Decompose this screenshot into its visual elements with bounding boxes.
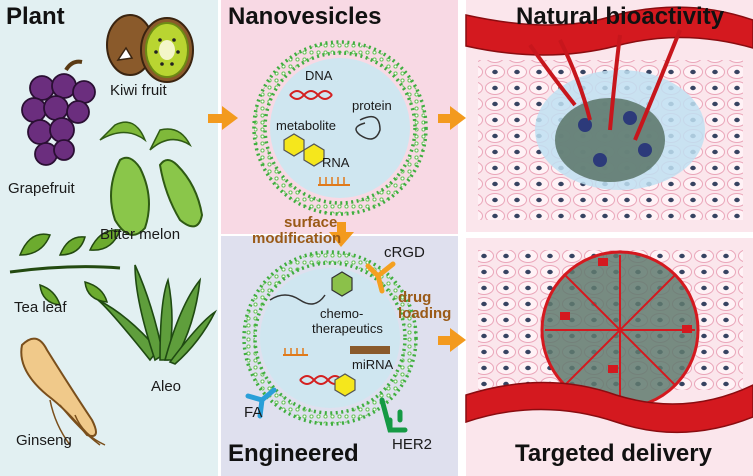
mirna-label: miRNA <box>352 357 394 372</box>
kiwi-label: Kiwi fruit <box>110 82 167 99</box>
drug-loading-line2: loading <box>398 305 452 322</box>
protein-label: protein <box>352 98 392 113</box>
natural-bioactivity-title: Natural bioactivity <box>516 3 725 30</box>
surface-modification-label: surface modification <box>252 215 341 247</box>
tea-leaf-label: Tea leaf <box>14 299 67 316</box>
grape-icon <box>21 59 96 166</box>
bitter-melon-label: Bitter melon <box>100 226 181 243</box>
metabolite-label: metabolite <box>276 118 336 133</box>
chemo-line2: therapeutics <box>312 321 383 336</box>
her2-label: HER2 <box>392 436 433 453</box>
arrow-nanovesicles-to-bioactivity <box>438 106 466 130</box>
her2-receptor-icon <box>379 397 408 433</box>
fa-label: FA <box>244 404 263 421</box>
plant-title: Plant <box>6 3 65 30</box>
crgd-ligand-icon <box>365 261 396 294</box>
drug-loading-label: drug loading <box>398 290 451 322</box>
bitter-melon-icon <box>99 121 204 236</box>
ginseng-label: Ginseng <box>16 432 72 449</box>
kiwi-icon <box>106 14 194 83</box>
arrow-surface-modification <box>329 222 354 247</box>
tea-leaf-icon <box>9 229 122 306</box>
surface-modification-line1: surface <box>284 214 338 231</box>
rna-label: RNA <box>322 155 350 170</box>
nanovesicle-natural <box>252 40 428 216</box>
engineered-title: Engineered <box>228 440 359 467</box>
blood-vessel-bottom <box>465 381 753 434</box>
dna-label: DNA <box>305 68 333 83</box>
aloe-icon <box>97 264 218 365</box>
blood-vessel-top <box>465 6 753 56</box>
grapefruit-label: Grapefruit <box>8 180 75 197</box>
tissue-natural <box>465 6 753 220</box>
nanovesicle-engineered <box>242 250 418 433</box>
targeted-delivery-title: Targeted delivery <box>515 440 712 467</box>
chemotherapeutics-label: chemo- therapeutics <box>312 306 383 336</box>
crgd-label: cRGD <box>384 244 425 261</box>
arrow-plant-to-nanovesicles <box>208 106 238 130</box>
aleo-label: Aleo <box>151 378 182 395</box>
arrow-engineered-to-targeted <box>438 328 466 352</box>
ginseng-icon <box>20 337 106 446</box>
tissue-targeted <box>465 250 753 434</box>
fa-ligand-icon <box>245 387 277 419</box>
nanovesicles-title: Nanovesicles <box>228 3 382 30</box>
chemo-line1: chemo- <box>320 306 364 321</box>
drug-loading-line1: drug <box>398 289 432 306</box>
surface-modification-line2: modification <box>252 230 342 247</box>
